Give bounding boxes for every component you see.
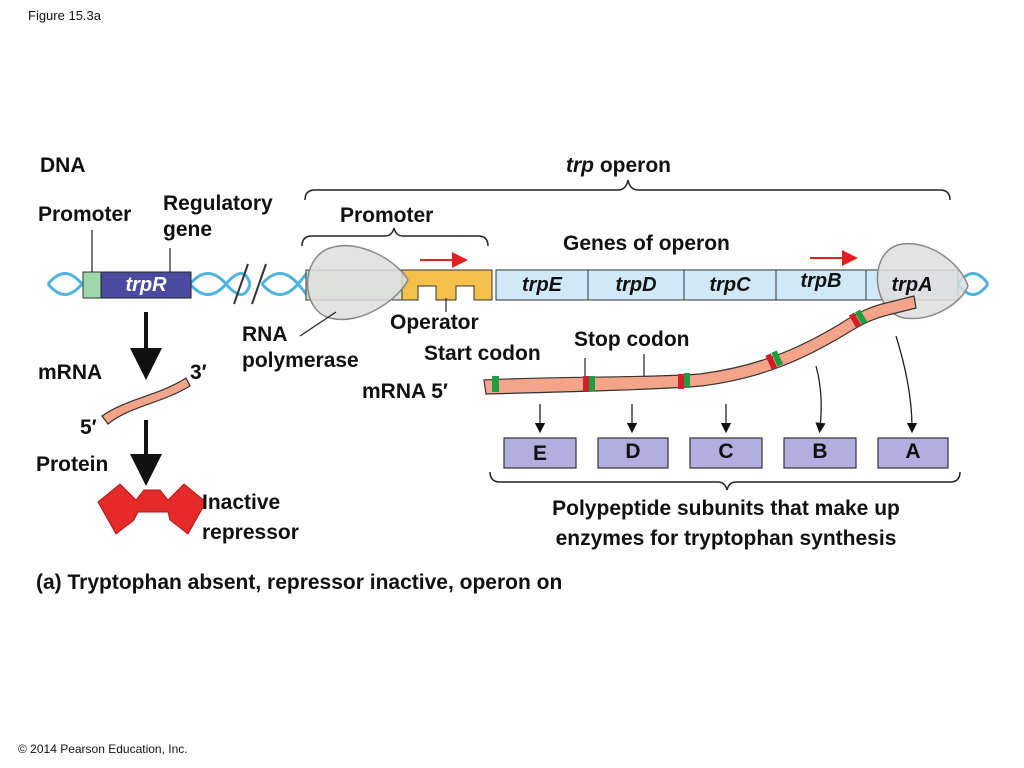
start-codon-marker-A	[854, 309, 868, 325]
inactive-repressor-label: Inactive repressor	[202, 488, 299, 548]
operator-label: Operator	[390, 311, 479, 334]
trp-italic: trp	[566, 154, 594, 177]
operator-box	[401, 269, 493, 301]
figure-label: Figure 15.3a	[28, 8, 101, 23]
polypeptide-note-line-1: Polypeptide subunits that make up	[552, 497, 900, 520]
gene-box-trpC	[683, 269, 777, 301]
stop-codon-marker-E	[583, 376, 589, 391]
stop-codon-marker-B	[848, 312, 862, 328]
polypeptide-box-D	[597, 437, 669, 469]
stop-codon-marker-C	[765, 353, 778, 370]
gene-label-trpA: trpA	[891, 274, 933, 296]
stop-codon-label: Stop codon	[574, 328, 690, 351]
mrna-3prime-label: 3′	[190, 361, 207, 384]
operon-word: operon	[594, 154, 671, 177]
rna-polymerase-line-2: polymerase	[242, 349, 359, 372]
dna-break-marks	[233, 263, 267, 305]
inactive-repressor-shape	[97, 483, 207, 535]
polypeptide-brace	[489, 471, 961, 491]
stop-codon-marker-D	[678, 374, 684, 389]
polypeptide-box-B	[783, 437, 857, 469]
start-codon-marker-C	[684, 373, 690, 388]
polypeptide-box-E	[503, 437, 577, 469]
rna-polymerase-shape-left	[306, 245, 409, 321]
mrna-5prime-left-label: 5′	[80, 416, 97, 439]
trp-operon-label: trp operon	[566, 154, 671, 178]
copyright: © 2014 Pearson Education, Inc.	[18, 742, 188, 756]
gene-label-trpC: trpC	[709, 274, 751, 296]
rna-polymerase-line-1: RNA	[242, 323, 288, 346]
gene-label-trpD: trpD	[615, 274, 657, 296]
polypeptide-note-line-2: enzymes for tryptophan synthesis	[555, 527, 897, 550]
gene-label-trpE: trpE	[522, 274, 562, 296]
rna-polymerase-leader	[299, 311, 337, 337]
operon-mrna-strand	[483, 295, 917, 395]
promoter-left-label: Promoter	[38, 203, 132, 226]
codon-markers	[492, 309, 868, 392]
start-codon-marker-E	[492, 376, 499, 392]
polypeptide-label-C: C	[718, 440, 734, 463]
regulatory-gene-line-1: Regulatory	[163, 192, 273, 215]
figure-caption: (a) Tryptophan absent, repressor inactiv…	[36, 571, 563, 594]
polypeptide-label-B: B	[812, 440, 828, 463]
dna-label: DNA	[40, 154, 86, 177]
gene-label-trpR: trpR	[125, 274, 167, 296]
trpR-gene-box	[100, 271, 192, 299]
mrna-left-label: mRNA	[38, 361, 103, 384]
gene-box-trpE	[495, 269, 589, 301]
genes-of-operon-label: Genes of operon	[563, 232, 730, 255]
inactive-repressor-line-1: Inactive	[202, 491, 281, 514]
polypeptide-note: Polypeptide subunits that make up enzyme…	[488, 494, 964, 554]
polypeptide-label-A: A	[905, 440, 921, 463]
inactive-repressor-line-2: repressor	[202, 521, 299, 544]
rna-polymerase-label: RNA polymerase	[242, 322, 359, 374]
regulatory-gene-label: Regulatory gene	[163, 191, 273, 243]
translation-arrows	[534, 335, 918, 434]
regulatory-mrna-strand	[101, 377, 191, 425]
regulatory-gene-line-2: gene	[163, 218, 213, 241]
promoter-brace	[301, 227, 489, 247]
start-codon-marker-D	[589, 376, 595, 391]
start-codon-label: Start codon	[424, 342, 541, 365]
gene-box-trpD	[587, 269, 685, 301]
promoter-right-label: Promoter	[340, 204, 434, 227]
trp-operon-brace	[304, 179, 951, 201]
gene-label-trpB: trpB	[800, 270, 842, 292]
protein-label: Protein	[36, 453, 109, 476]
polypeptide-box-C	[689, 437, 763, 469]
regulatory-promoter-box	[82, 271, 102, 299]
gene-box-trpB	[775, 269, 867, 301]
start-codon-marker-B	[771, 350, 784, 367]
mrna-operon-label: mRNA 5′	[362, 380, 448, 403]
polypeptide-box-A	[877, 437, 949, 469]
polypeptide-label-D: D	[625, 440, 641, 463]
polypeptide-label-E: E	[532, 442, 547, 465]
